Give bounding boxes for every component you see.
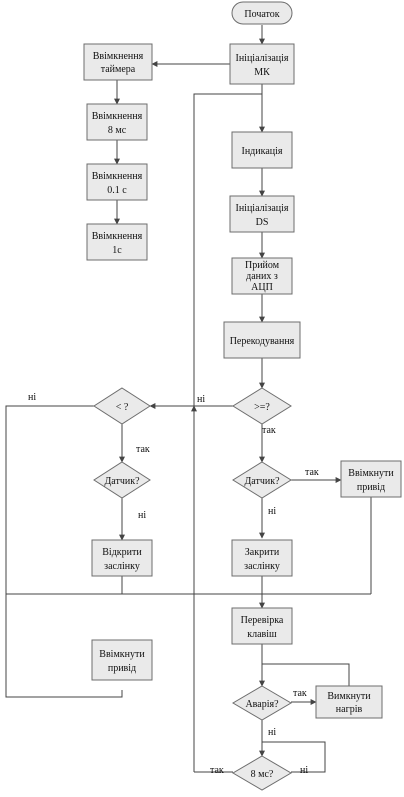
label-sensor-l-no: ні xyxy=(138,510,146,521)
svg-text:>=?: >=? xyxy=(254,402,270,413)
node-start: Початок xyxy=(231,1,293,25)
svg-text:Початок: Початок xyxy=(244,9,279,20)
svg-text:Перевірка: Перевірка xyxy=(241,615,284,626)
svg-text:Датчик?: Датчик? xyxy=(244,476,280,487)
label-8ms-yes: так xyxy=(210,765,224,776)
svg-text:Відкрити: Відкрити xyxy=(102,547,142,558)
svg-text:Індикація: Індикація xyxy=(242,146,283,157)
node-recode: Перекодування xyxy=(223,321,301,359)
node-heat-off: Вимкнути нагрів xyxy=(315,685,383,719)
node-init-ds: Ініціалізація DS xyxy=(229,195,295,233)
svg-text:Ввімкнення: Ввімкнення xyxy=(92,231,143,242)
svg-text:Закрити: Закрити xyxy=(245,547,280,558)
svg-text:Ввімкнення: Ввімкнення xyxy=(92,111,143,122)
node-cmp-lt: < ? xyxy=(93,387,151,425)
edge-lt-no xyxy=(5,405,123,698)
svg-text:Ввімкнути: Ввімкнути xyxy=(99,649,145,660)
svg-text:0.1 с: 0.1 с xyxy=(107,185,127,196)
node-init-mk: Ініціалізація МК xyxy=(229,43,295,85)
svg-text:Ввімкнення: Ввімкнення xyxy=(93,51,144,62)
svg-text:МК: МК xyxy=(254,67,270,78)
svg-text:заслінку: заслінку xyxy=(244,561,280,572)
label-sensor-r-yes: так xyxy=(305,467,319,478)
node-timer-on: Ввімкнення таймера xyxy=(83,43,153,81)
node-open-valve: Відкрити заслінку xyxy=(91,539,153,577)
svg-text:нагрів: нагрів xyxy=(336,704,363,715)
node-drive-on-right: Ввімкнути привід xyxy=(340,460,402,498)
label-alarm-yes: так xyxy=(293,688,307,699)
edge-8ms-no xyxy=(262,741,326,773)
label-lt-no: ні xyxy=(28,392,36,403)
svg-text:Датчик?: Датчик? xyxy=(104,476,140,487)
label-ge-yes: так xyxy=(262,425,276,436)
node-sensor-right: Датчик? xyxy=(232,461,292,499)
node-indication: Індикація xyxy=(231,131,293,169)
edge-heat-up xyxy=(262,663,350,686)
svg-text:таймера: таймера xyxy=(101,64,136,75)
svg-text:привід: привід xyxy=(108,663,136,674)
connectors xyxy=(5,25,372,773)
node-on-1s: Ввімкнення 1с xyxy=(86,223,148,261)
svg-text:Аварія?: Аварія? xyxy=(245,699,279,710)
svg-text:даних з: даних з xyxy=(246,271,278,282)
node-drive-on-left: Ввімкнути привід xyxy=(91,639,153,681)
node-on-01s: Ввімкнення 0.1 с xyxy=(86,163,148,201)
svg-text:привід: привід xyxy=(357,482,385,493)
svg-text:1с: 1с xyxy=(112,245,122,256)
svg-text:Ініціалізація: Ініціалізація xyxy=(235,203,288,214)
svg-text:Ініціалізація: Ініціалізація xyxy=(235,53,288,64)
node-close-valve: Закрити заслінку xyxy=(231,539,293,577)
label-ge-no: ні xyxy=(197,394,205,405)
node-8ms: 8 мс? xyxy=(232,755,292,791)
svg-text:АЦП: АЦП xyxy=(251,282,273,293)
loop-return-top xyxy=(193,93,262,772)
label-8ms-no: ні xyxy=(300,765,308,776)
node-check-keys: Перевірка клавіш xyxy=(231,607,293,645)
svg-text:заслінку: заслінку xyxy=(104,561,140,572)
svg-text:8 мс?: 8 мс? xyxy=(251,769,274,780)
label-alarm-no: ні xyxy=(268,727,276,738)
svg-text:Вимкнути: Вимкнути xyxy=(327,691,371,702)
svg-text:Ввімкнути: Ввімкнути xyxy=(348,468,394,479)
svg-text:< ?: < ? xyxy=(116,402,129,413)
label-lt-yes: так xyxy=(136,444,150,455)
svg-text:Ввімкнення: Ввімкнення xyxy=(92,171,143,182)
svg-text:Прийом: Прийом xyxy=(245,260,280,271)
node-alarm: Аварія? xyxy=(232,685,292,721)
node-on-8ms: Ввімкнення 8 мс xyxy=(86,103,148,141)
svg-text:клавіш: клавіш xyxy=(247,629,277,640)
svg-text:Перекодування: Перекодування xyxy=(230,336,295,347)
node-adc-recv: Прийом даних з АЦП xyxy=(231,257,293,295)
node-sensor-left: Датчик? xyxy=(93,461,151,499)
node-cmp-ge: >=? xyxy=(232,387,292,425)
edge-labels: ні так ні так так ні ні так ні так ні xyxy=(28,392,319,776)
label-sensor-r-no: ні xyxy=(268,506,276,517)
svg-text:DS: DS xyxy=(256,217,269,228)
svg-text:8 мс: 8 мс xyxy=(108,125,127,136)
